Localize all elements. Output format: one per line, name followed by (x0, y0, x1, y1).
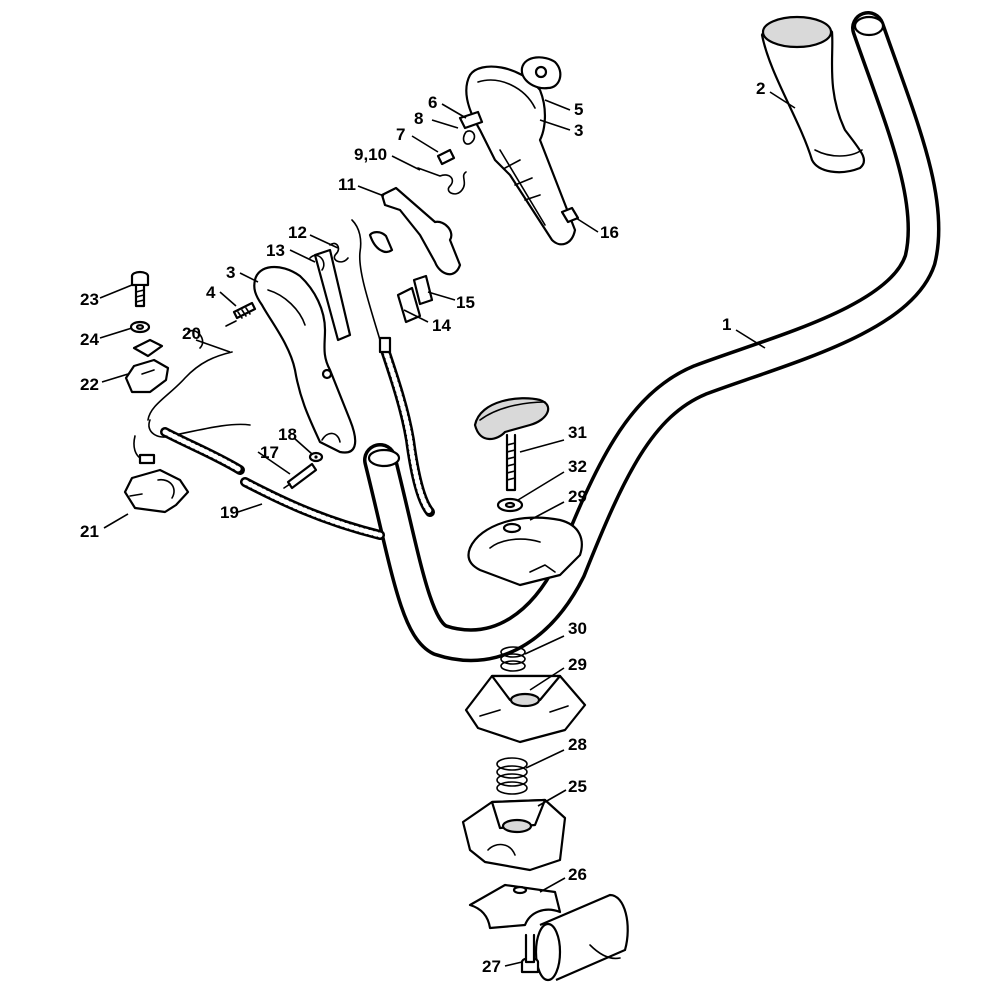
callout-32: 32 (568, 457, 587, 476)
callout-23: 23 (80, 290, 99, 309)
spring-28 (496, 757, 528, 795)
callout-26: 26 (568, 865, 587, 884)
clamp-base (461, 798, 567, 872)
cable-clamp (123, 468, 190, 514)
star-knob (473, 397, 550, 492)
callout-25: 25 (568, 777, 587, 796)
callout-4: 4 (206, 283, 216, 302)
callout-15: 15 (456, 293, 475, 312)
conduit-coil (378, 336, 435, 517)
callout-13: 13 (266, 241, 285, 260)
clamp-cap-upper (467, 516, 583, 587)
callout-27: 27 (482, 957, 501, 976)
trigger-interlock (309, 248, 352, 342)
throttle-trigger (380, 186, 462, 276)
callout-21: 21 (80, 522, 99, 541)
callout-20: 20 (182, 324, 201, 343)
callout-9-10: 9,10 (354, 145, 387, 164)
handlebar-tube (363, 11, 941, 663)
clamp-saddle (468, 883, 562, 930)
washer-18 (308, 451, 324, 463)
bracket-22 (124, 338, 170, 394)
callout-2: 2 (756, 79, 765, 98)
callout-labels: 1 2 3 3 4 5 6 7 8 9,10 11 12 13 14 15 16… (80, 79, 765, 976)
screw-23 (130, 270, 150, 308)
callout-14: 14 (432, 316, 451, 335)
callout-17: 17 (260, 443, 279, 462)
lock-knob (520, 56, 562, 90)
callout-28: 28 (568, 735, 587, 754)
callout-24: 24 (80, 330, 99, 349)
callout-6: 6 (428, 93, 437, 112)
interlock-spring (329, 242, 349, 263)
callout-5: 5 (574, 100, 583, 119)
slide-switch (396, 274, 434, 324)
callout-8: 8 (414, 109, 423, 128)
torsion-spring (417, 167, 467, 195)
callout-3-right: 3 (574, 121, 583, 140)
callout-22: 22 (80, 375, 99, 394)
callout-18: 18 (278, 425, 297, 444)
clamp-lower (464, 674, 587, 744)
callout-19: 19 (220, 503, 239, 522)
washer-32 (496, 497, 524, 513)
small-parts-6-8 (436, 110, 484, 166)
callout-11: 11 (338, 175, 356, 194)
screw-17 (283, 462, 318, 490)
spring-30 (500, 646, 526, 672)
screw-27 (520, 933, 540, 974)
callout-30: 30 (568, 619, 587, 638)
leader-lines (99, 91, 796, 967)
cable-sleeve (160, 427, 385, 540)
ground-wire (351, 219, 394, 341)
control-handle-right-half (465, 65, 577, 246)
callout-1: 1 (722, 315, 731, 334)
callout-31: 31 (568, 423, 587, 442)
drive-tube (534, 893, 629, 982)
grip (760, 15, 866, 174)
callout-16: 16 (600, 223, 619, 242)
callout-29-lower: 29 (568, 655, 587, 674)
washer-24 (129, 320, 151, 334)
screw-4 (225, 301, 257, 327)
control-handle-left-half (253, 266, 357, 454)
screw-16 (560, 206, 580, 224)
callout-12: 12 (288, 223, 307, 242)
callout-7: 7 (396, 125, 405, 144)
callout-3-left: 3 (226, 263, 235, 282)
callout-29-upper: 29 (568, 487, 587, 506)
